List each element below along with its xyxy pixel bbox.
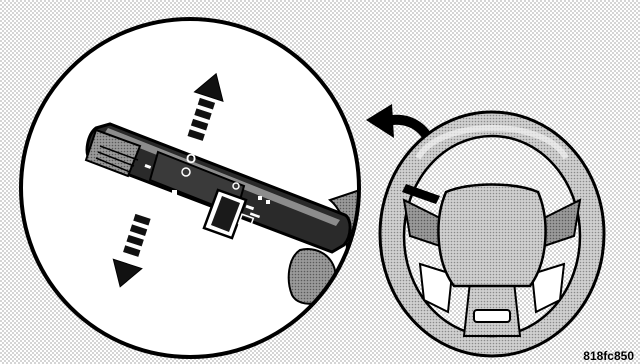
- lever-symbol-off: O: [186, 151, 196, 166]
- lever-symbol-auto: A: [160, 200, 169, 214]
- figure-reference-code: 818fc850: [583, 349, 634, 363]
- steering-wheel-icon: [380, 112, 604, 356]
